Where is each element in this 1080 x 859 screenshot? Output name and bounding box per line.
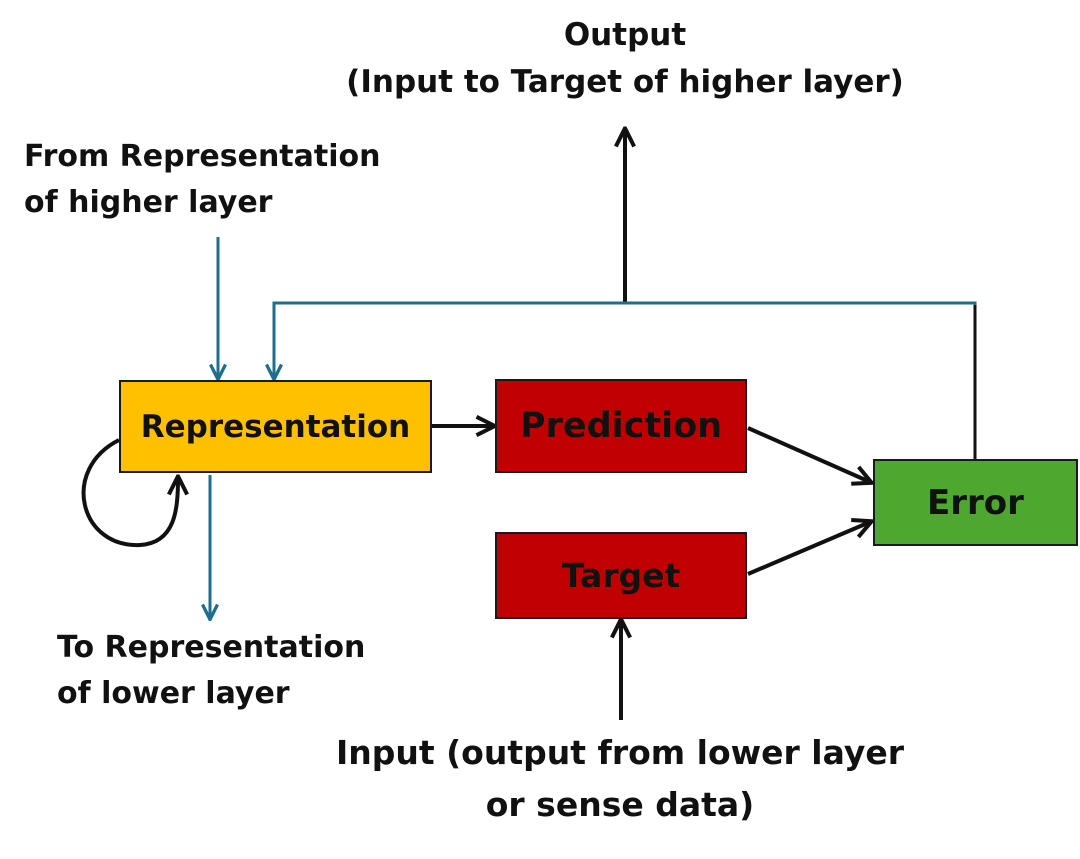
target-box: Target [495, 532, 747, 619]
representation-self-loop [81, 438, 178, 548]
to-lower-label-line1: To Representation [57, 630, 366, 665]
from-higher-label-line1: From Representation [24, 139, 381, 174]
prediction-box: Prediction [495, 379, 747, 473]
input-label-line2: or sense data) [485, 785, 755, 824]
output-label-line1: Output [563, 17, 687, 53]
from-higher-label-line2: of higher layer [24, 185, 273, 220]
error-box: Error [873, 459, 1078, 546]
to-lower-label-line2: of lower layer [57, 676, 290, 711]
output-label-line2: (Input to Target of higher layer) [346, 64, 904, 100]
prediction-to-error-arrow [747, 426, 870, 482]
target-to-error-arrow [747, 522, 870, 576]
representation-box: Representation [119, 380, 432, 473]
input-label-line1: Input (output from lower layer [335, 733, 905, 772]
